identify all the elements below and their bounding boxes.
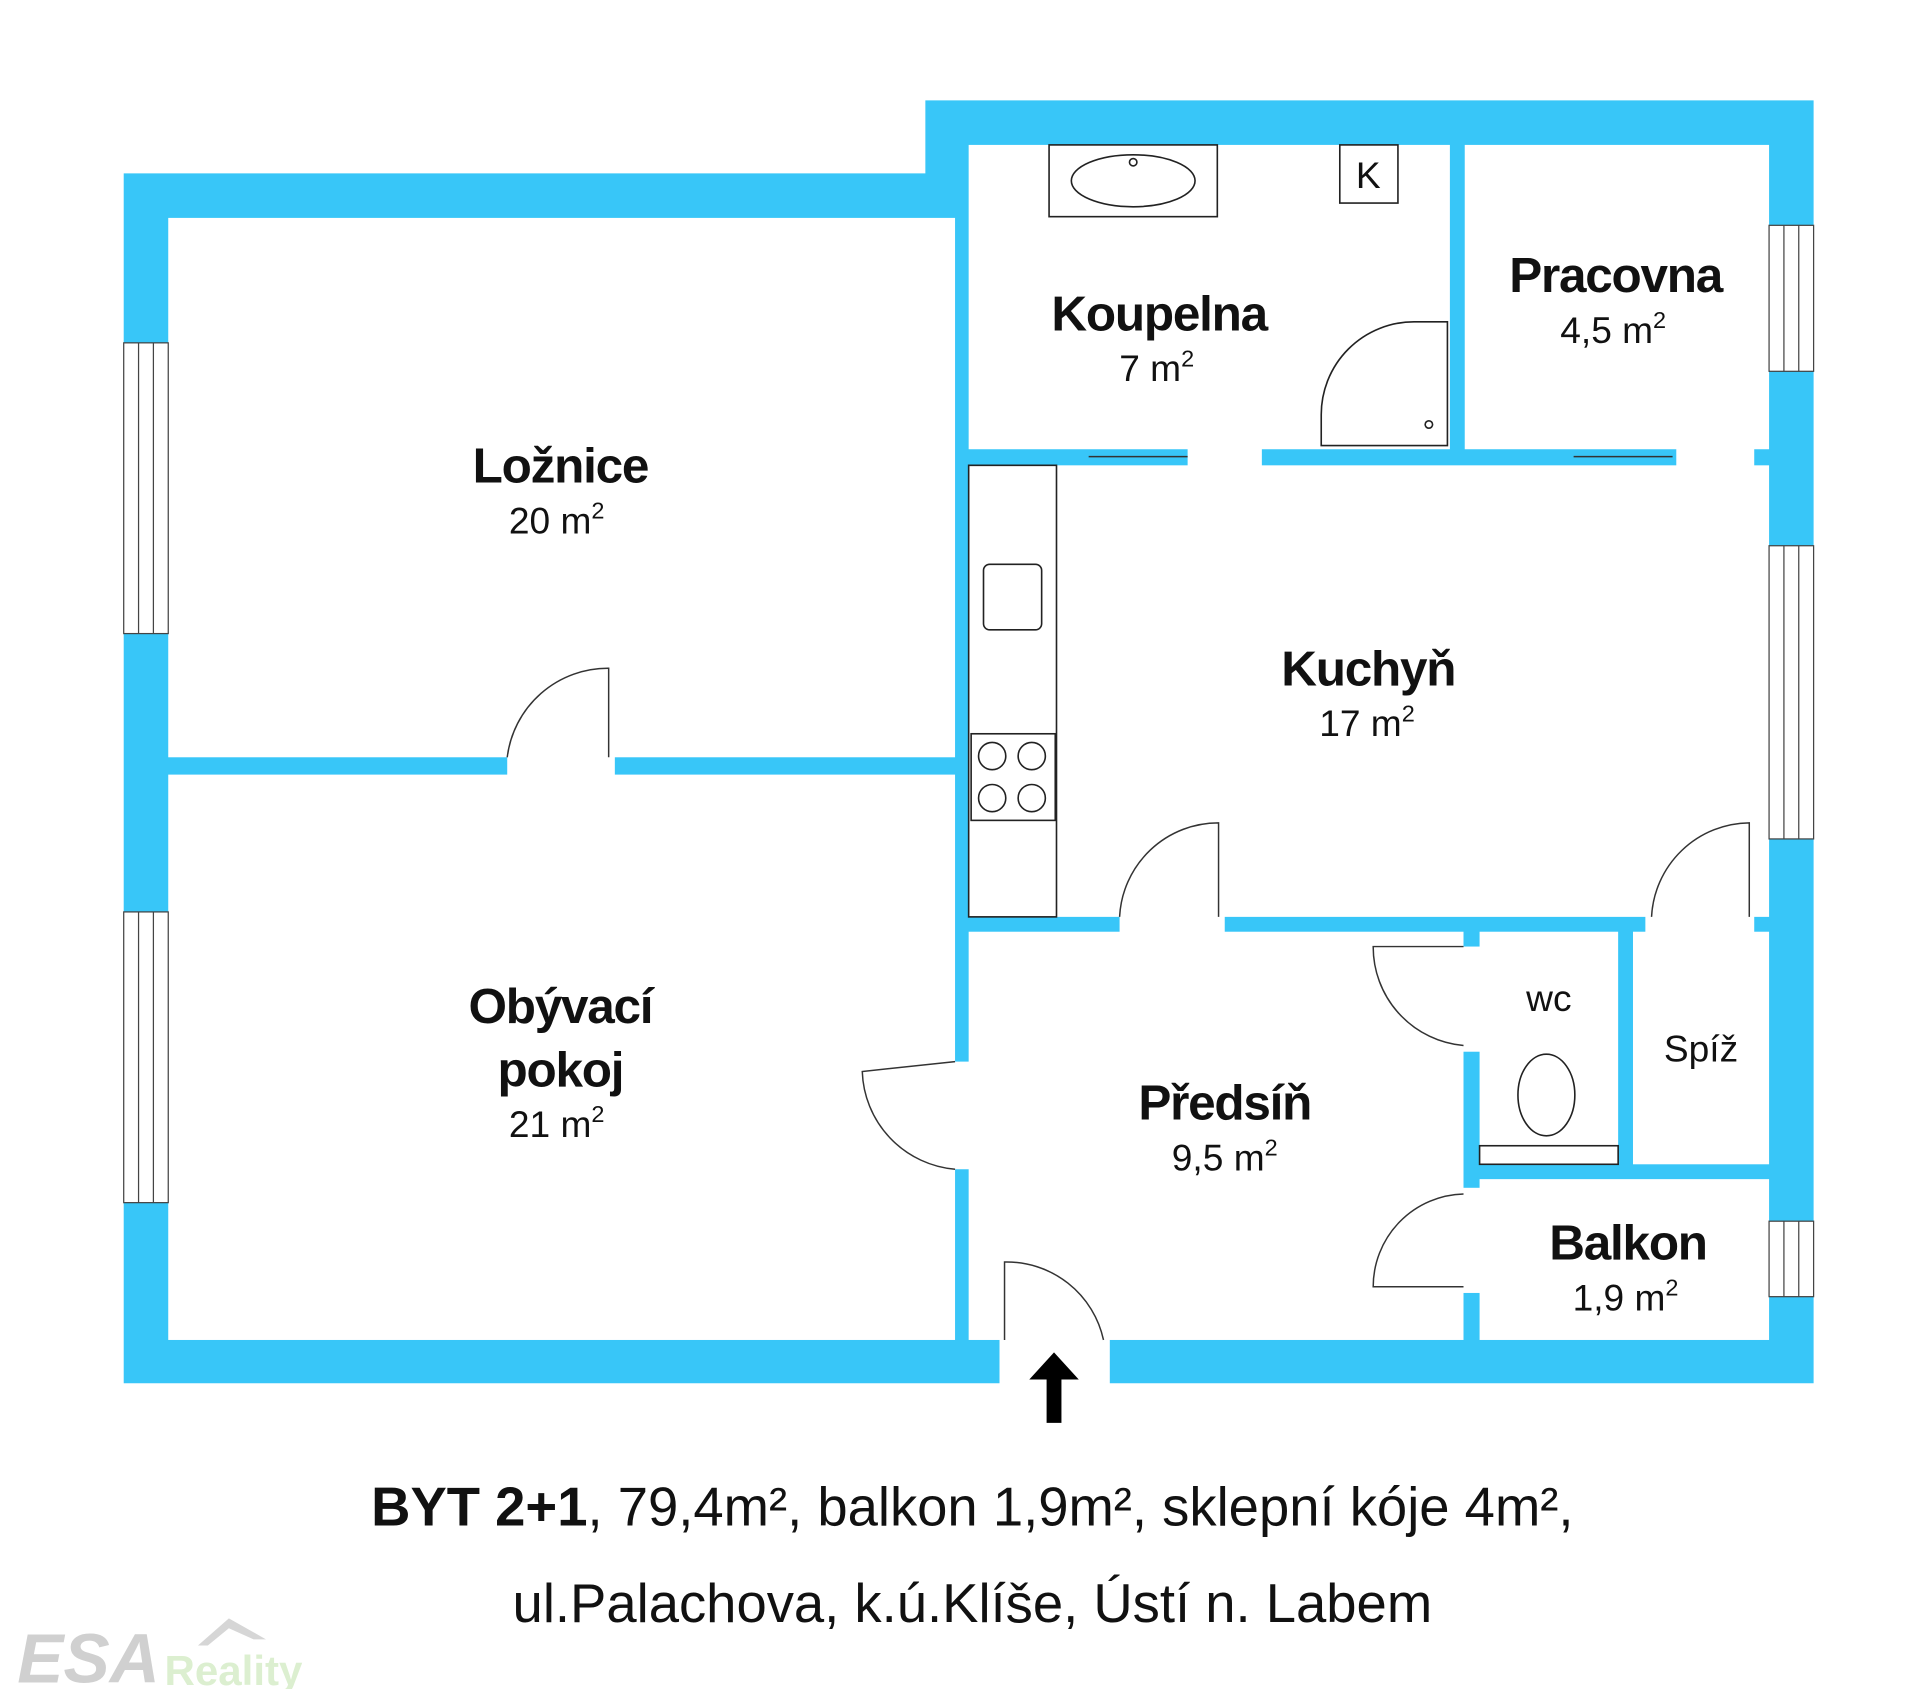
svg-text:7 m2: 7 m2 [1119, 345, 1194, 389]
balkon-name: Balkon [1549, 1216, 1707, 1271]
windows [123, 224, 1815, 1298]
shower [1320, 321, 1449, 447]
loznice-area: 20 m [509, 499, 592, 541]
obyvaci-name-2: pokoj [498, 1042, 624, 1097]
svg-text:1,9 m2: 1,9 m2 [1573, 1274, 1679, 1318]
fixtures: K [967, 144, 1619, 1166]
svg-text:ESA: ESA [17, 1620, 159, 1689]
balkon-area: 1,9 m [1573, 1276, 1666, 1318]
svg-text:21 m2: 21 m2 [509, 1101, 605, 1145]
toilet [1517, 1053, 1576, 1137]
kuchyn-area: 17 m [1319, 702, 1402, 744]
pracovna-name: Pracovna [1509, 248, 1724, 303]
room-kuchyn [968, 465, 1770, 917]
koupelna-name: Koupelna [1051, 286, 1268, 341]
doors [506, 455, 1751, 1341]
loznice-name: Ložnice [473, 439, 649, 494]
caption-line-1: BYT 2+1, 79,4m², balkon 1,9m², sklepní k… [371, 1477, 1573, 1538]
koupelna-area: 7 m [1119, 347, 1181, 389]
svg-text:9,5 m2: 9,5 m2 [1172, 1135, 1278, 1179]
kuchyn-name: Kuchyň [1281, 642, 1455, 697]
spiz-name: Spíž [1664, 1028, 1738, 1070]
room-obyvaci-pokoj [168, 774, 956, 1340]
predsin-name: Předsíň [1138, 1076, 1311, 1131]
entrance-arrow-icon [1029, 1352, 1079, 1423]
svg-text:4,5 m2: 4,5 m2 [1560, 307, 1666, 351]
kitchen-sink [982, 563, 1043, 631]
obyvaci-name-1: Obývací [468, 979, 655, 1034]
svg-text:17 m2: 17 m2 [1319, 700, 1415, 744]
svg-text:20 m2: 20 m2 [509, 498, 605, 542]
wc-name: wc [1525, 977, 1571, 1019]
predsin-area: 9,5 m [1172, 1136, 1265, 1178]
room-balkon [1479, 1179, 1770, 1340]
room-loznice [168, 217, 956, 758]
room-spiz [1632, 931, 1770, 1165]
boiler-label: K [1356, 154, 1381, 196]
pracovna-area: 4,5 m [1560, 309, 1653, 351]
boiler [1338, 144, 1399, 204]
kitchen-counter [967, 464, 1058, 918]
esa-reality-logo: ESA Reality [17, 1618, 303, 1689]
obyvaci-area: 21 m [509, 1103, 592, 1145]
caption-line-2: ul.Palachova, k.ú.Klíše, Ústí n. Labem [513, 1573, 1433, 1634]
room-pracovna [1464, 144, 1770, 450]
svg-text:Reality: Reality [165, 1647, 303, 1689]
